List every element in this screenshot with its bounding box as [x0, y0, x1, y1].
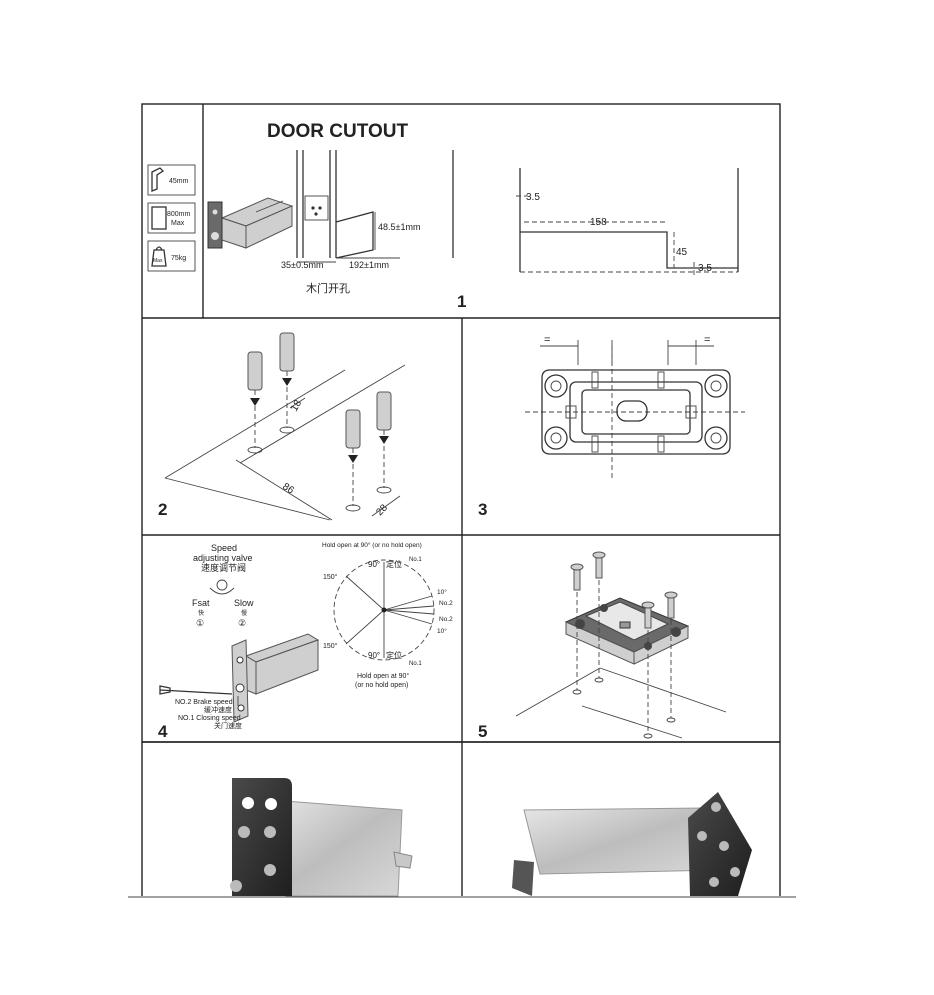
fast-num: ①	[196, 618, 204, 628]
angle-diagram	[333, 559, 435, 661]
hinge-illustration	[207, 197, 294, 249]
dim-158: 158	[590, 217, 607, 228]
panel-4-number: 4	[158, 722, 168, 741]
angle-90-top: 90°	[368, 560, 380, 569]
screwdriver-icon	[159, 685, 233, 695]
no1-top: No.1	[409, 557, 422, 563]
mark-eq-right: =	[704, 334, 710, 346]
slow-label-cn: 慢	[241, 609, 247, 617]
no2-b: No.2	[439, 616, 453, 623]
fix-label-top: 定位	[386, 559, 402, 569]
panel-1-number: 1	[457, 292, 466, 311]
spec-weight: 75kg	[171, 255, 186, 262]
spec-weight-badge: Max	[153, 258, 163, 264]
panel-1-door-cutout: 45mm 800mm Max Max 75kg DOOR CUTOUT	[147, 121, 739, 311]
spec-sidebar: 45mm 800mm Max Max 75kg	[147, 164, 196, 272]
anchor-left-1	[247, 351, 263, 448]
brake-label-cn: 缓冲速度	[204, 705, 232, 714]
speed-label-1: Speed	[211, 543, 237, 553]
closing-label: NO.1 Closing speed	[178, 715, 241, 722]
dim-top: 3.5	[526, 192, 540, 203]
base-plate-iso	[564, 597, 690, 665]
valve-dial-icon	[216, 579, 228, 591]
fast-label-cn: 快	[198, 609, 204, 617]
dim-height: 48.5±1mm	[378, 222, 420, 232]
weight-icon	[151, 246, 167, 267]
door-thickness-icon	[151, 167, 165, 192]
slow-label: Slow	[234, 598, 254, 608]
door-cutout-drawing	[296, 150, 454, 263]
dim-45: 45	[676, 247, 688, 258]
panel-3-number: 3	[478, 500, 487, 519]
panel-5-number: 5	[478, 722, 487, 741]
mark-eq-left: =	[544, 334, 550, 346]
panel-1-title: DOOR CUTOUT	[267, 121, 408, 142]
dim-length: 192±1mm	[349, 260, 389, 270]
no1-bottom: No.1	[409, 661, 422, 667]
door-width-icon	[151, 206, 167, 230]
panel-5-screw-install: 5	[478, 551, 727, 741]
closer-body	[159, 633, 320, 723]
angle-10-bottom: 10°	[437, 627, 447, 635]
angle-90-bottom: 90°	[368, 651, 380, 660]
panel-3-base-plate: = = 3	[478, 334, 745, 519]
panel-4-speed-adjust: Speed adjusting valve 速度调节阀 Fsat 快 ① Slo…	[158, 541, 453, 741]
photo-closer-left	[230, 778, 413, 897]
angle-10-top: 10°	[437, 588, 447, 596]
speed-label-cn: 速度调节阀	[201, 562, 246, 573]
fix-label-bottom: 定位	[386, 650, 402, 660]
panel-2-anchor-holes: 18 86 28 2	[158, 332, 406, 521]
speed-label-2: adjusting valve	[193, 553, 253, 563]
spec-width-line2: Max	[171, 220, 185, 227]
closing-label-cn: 关门速度	[214, 721, 242, 730]
panel-1-caption: 木门开孔	[306, 281, 350, 295]
hold-top: Hold open at 90° (or no hold open)	[322, 541, 422, 549]
spec-width-line1: 800mm	[167, 211, 191, 218]
spec-thickness: 45mm	[169, 178, 189, 185]
dim-bottom: 3.5	[698, 263, 712, 274]
anchor-right-1	[345, 409, 361, 506]
dim-width-small: 35±0.5mm	[281, 260, 323, 270]
dim-18: 18	[289, 398, 304, 414]
hold-bottom-1: Hold open at 90°	[357, 672, 409, 680]
anchor-left-2	[279, 332, 295, 428]
anchor-right-2	[376, 391, 392, 488]
cutout-section-view	[516, 168, 739, 276]
hold-bottom-2: (or no hold open)	[355, 682, 408, 689]
angle-150-bottom: 150°	[323, 642, 338, 650]
panel-2-number: 2	[158, 500, 167, 519]
sheet-frame	[128, 103, 796, 898]
dim-86: 86	[280, 481, 296, 496]
screws	[570, 551, 678, 629]
no2-a: No.2	[439, 600, 453, 607]
angle-150-top: 150°	[323, 573, 338, 581]
fast-label: Fsat	[192, 598, 210, 608]
brake-label: NO.2 Brake speed	[175, 699, 233, 706]
photo-closer-right	[512, 792, 752, 896]
slow-num: ②	[238, 618, 246, 628]
